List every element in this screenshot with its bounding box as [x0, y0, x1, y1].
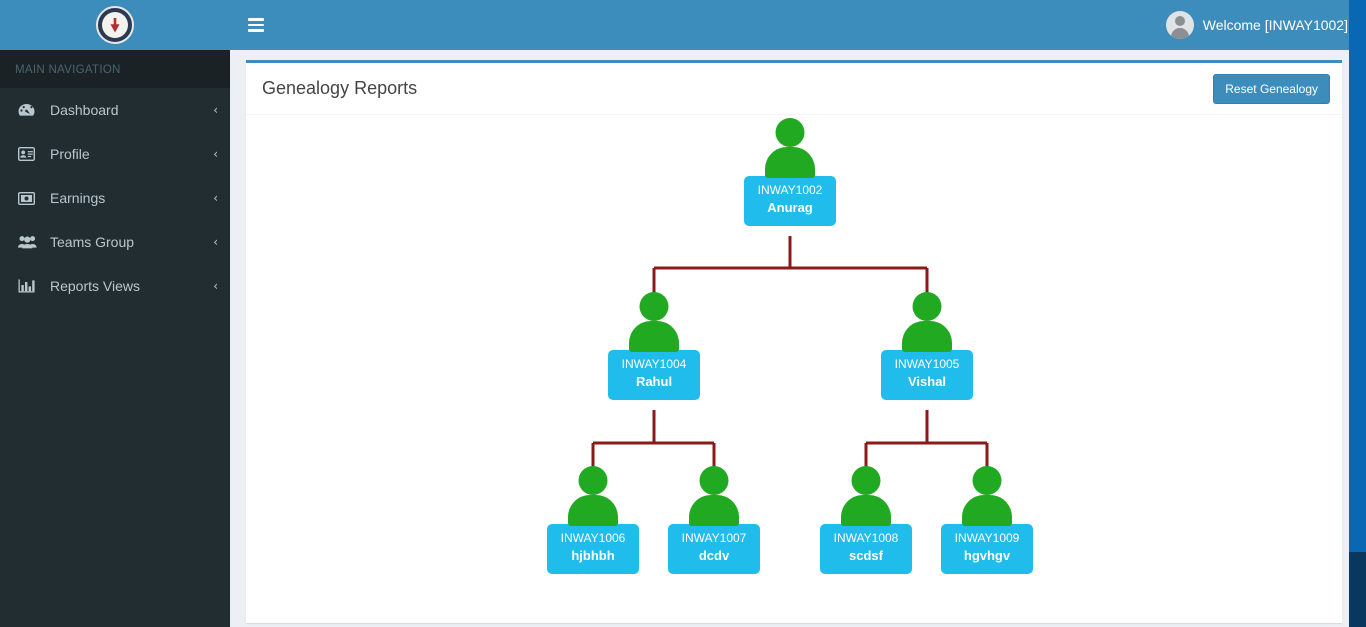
sidebar-logo-bar[interactable] [0, 0, 230, 50]
genealogy-node-box[interactable]: INWAY1007 dcdv [668, 524, 760, 575]
topbar: Welcome [INWAY1002] [230, 0, 1366, 50]
genealogy-node-box[interactable]: INWAY1008 scdsf [820, 524, 912, 575]
genealogy-node-id: INWAY1004 [621, 357, 687, 371]
genealogy-node-name: Vishal [907, 374, 947, 390]
welcome-label: Welcome [INWAY1002] [1202, 17, 1348, 33]
genealogy-node-id: INWAY1005 [894, 357, 960, 371]
genealogy-node-id: INWAY1007 [681, 531, 747, 545]
content-area: Genealogy Reports Reset Genealogy INWAY1… [230, 50, 1366, 627]
genealogy-node-id: INWAY1008 [833, 531, 899, 545]
sidebar-item-dashboard[interactable]: Dashboard ‹ [0, 88, 230, 132]
genealogy-node-id: INWAY1006 [560, 531, 626, 545]
person-body [568, 495, 618, 526]
panel-header: Genealogy Reports Reset Genealogy [246, 63, 1342, 115]
person-body [841, 495, 891, 526]
hamburger-bar [248, 18, 264, 21]
sidebar-item-teams-group[interactable]: Teams Group ‹ [0, 220, 230, 264]
genealogy-node-box[interactable]: INWAY1006 hjbhbh [547, 524, 639, 575]
chevron-left-icon: ‹ [213, 147, 218, 161]
genealogy-panel: Genealogy Reports Reset Genealogy INWAY1… [246, 60, 1342, 623]
chevron-left-icon: ‹ [213, 191, 218, 205]
genealogy-node[interactable]: INWAY1006 hjbhbh [547, 466, 639, 575]
genealogy-node[interactable]: INWAY1008 scdsf [820, 466, 912, 575]
sidebar-item-reports-views[interactable]: Reports Views ‹ [0, 264, 230, 308]
person-icon [565, 466, 621, 526]
person-head [912, 292, 942, 321]
sidebar-item-label: Dashboard [50, 102, 119, 118]
sidebar-item-label: Teams Group [50, 234, 135, 250]
chevron-left-icon: ‹ [213, 103, 218, 117]
person-body [902, 321, 952, 352]
sidebar: MAIN NAVIGATION Dashboard ‹ Profile ‹ Ea… [0, 0, 230, 627]
person-icon [686, 466, 742, 526]
genealogy-node-id: INWAY1009 [954, 531, 1020, 545]
person-body [629, 321, 679, 352]
genealogy-node-name: hjbhbh [571, 548, 615, 564]
tachometer-icon [18, 102, 40, 118]
hamburger-bar [248, 23, 264, 27]
genealogy-node-name: Anurag [767, 200, 813, 216]
person-icon [626, 292, 682, 352]
page-scrollbar-thumb[interactable] [1349, 0, 1366, 552]
genealogy-node[interactable]: INWAY1007 dcdv [668, 466, 760, 575]
person-head [972, 466, 1002, 495]
page-scrollbar-bottom[interactable] [1349, 552, 1366, 627]
person-body [962, 495, 1012, 526]
person-head [699, 466, 729, 495]
user-menu[interactable]: Welcome [INWAY1002] [1165, 0, 1366, 50]
genealogy-node-name: dcdv [698, 548, 730, 564]
circular-seal-logo-icon [96, 6, 134, 44]
sidebar-item-label: Profile [50, 146, 90, 162]
bar-chart-icon [18, 278, 40, 294]
sidebar-item-label: Earnings [50, 190, 106, 206]
id-card-icon [18, 146, 40, 162]
person-icon [762, 118, 818, 178]
person-head [639, 292, 669, 321]
chevron-left-icon: ‹ [213, 279, 218, 293]
user-avatar-icon [1165, 11, 1194, 39]
person-icon [959, 466, 1015, 526]
sidebar-item-label: Reports Views [50, 278, 141, 294]
sidebar-item-profile[interactable]: Profile ‹ [0, 132, 230, 176]
genealogy-node-name: hgvhgv [963, 548, 1011, 564]
genealogy-node-id: INWAY1002 [757, 183, 823, 197]
page-title: Genealogy Reports [262, 78, 418, 98]
person-icon [838, 466, 894, 526]
sidebar-nav-header: MAIN NAVIGATION [0, 50, 230, 88]
money-bill-icon [18, 190, 40, 206]
person-head [578, 466, 608, 495]
genealogy-node-box[interactable]: INWAY1009 hgvhgv [941, 524, 1033, 575]
person-head [775, 118, 805, 147]
reset-genealogy-button[interactable]: Reset Genealogy [1213, 73, 1330, 104]
chevron-left-icon: ‹ [213, 235, 218, 249]
person-icon [899, 292, 955, 352]
genealogy-node-name: Rahul [635, 374, 673, 390]
genealogy-node[interactable]: INWAY1009 hgvhgv [941, 466, 1033, 575]
hamburger-bar [248, 29, 264, 32]
person-head [851, 466, 881, 495]
person-body [689, 495, 739, 526]
person-body [765, 147, 815, 178]
hamburger-icon[interactable] [236, 0, 276, 50]
users-icon [18, 234, 40, 250]
sidebar-item-earnings[interactable]: Earnings ‹ [0, 176, 230, 220]
genealogy-node-name: scdsf [849, 548, 883, 564]
